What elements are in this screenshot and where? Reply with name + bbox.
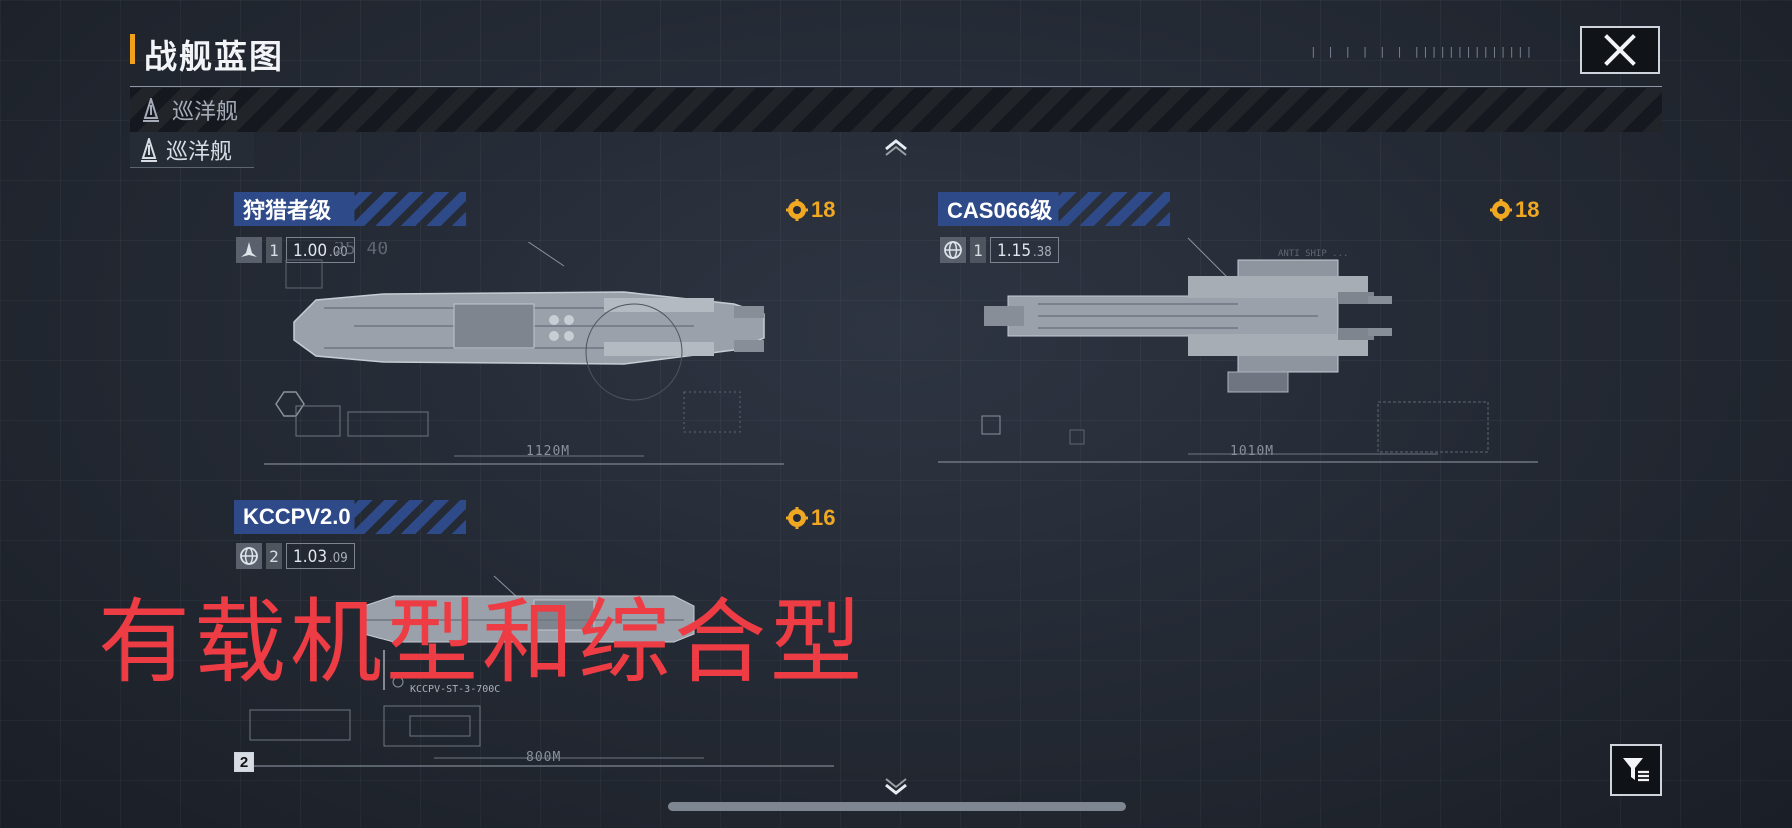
cost-value: 16 <box>811 505 836 530</box>
header-divider <box>130 86 1662 87</box>
stat-value: 1.03.09 <box>286 543 355 569</box>
cruiser-type-icon <box>143 98 159 122</box>
globe-icon <box>236 543 262 569</box>
svg-text:25 40: 25 40 <box>334 242 388 259</box>
scroll-indicator[interactable] <box>668 802 1126 811</box>
globe-icon <box>940 237 966 263</box>
stat-value: 1.00.00 <box>286 237 355 263</box>
scroll-down-chevron-icon[interactable] <box>880 778 912 798</box>
scroll-up-chevron-icon[interactable] <box>880 136 912 156</box>
cost-gear-icon <box>786 507 808 529</box>
cost-gear-icon <box>1490 199 1512 221</box>
ship-blueprint-hunter: 25 40 <box>264 242 784 465</box>
filter-selected-label: 巡洋舰 <box>172 99 239 124</box>
ship-cost: 16 <box>786 505 835 531</box>
ship-length: 800M <box>526 750 562 765</box>
overlay-caption: 有载机型和综合型 <box>98 589 867 696</box>
ship-type-filter-dropdown[interactable]: 巡洋舰 <box>130 88 1662 132</box>
cost-gear-icon <box>786 199 808 221</box>
ship-stat-row: 1 1.00.00 <box>236 236 355 264</box>
ship-blueprint-kccpv2 <box>234 575 834 767</box>
svg-text:ANTI SHIP ...: ANTI SHIP ... <box>1278 249 1348 259</box>
ship-cost: 18 <box>1490 197 1539 223</box>
filter-option-cruiser[interactable]: 巡洋舰 <box>130 132 254 168</box>
ship-card-kccpv2[interactable]: KCCPV2.0 16 2 1.03.09 KCCPV-ST-3 <box>234 500 854 778</box>
page-badge: 2 <box>234 752 254 772</box>
filter-funnel-icon <box>1623 758 1649 782</box>
title-accent-bar <box>130 34 135 64</box>
ship-name-tag: CAS066级 <box>938 192 1170 226</box>
slot-number: 1 <box>970 237 986 263</box>
ship-code: KCCPV-ST-3-700C <box>410 684 501 695</box>
ship-name-tag: 狩猎者级 <box>234 192 466 226</box>
ship-length: 1120M <box>526 444 571 459</box>
ship-name-tag: KCCPV2.0 <box>234 500 466 534</box>
cost-value: 18 <box>811 197 836 222</box>
ship-cost: 18 <box>786 197 835 223</box>
stat-value: 1.15.38 <box>990 237 1059 263</box>
page-title: 战舰蓝图 <box>144 38 284 75</box>
fighter-icon <box>236 237 262 263</box>
ship-stat-row: 2 1.03.09 <box>236 542 355 570</box>
slot-number: 2 <box>266 543 282 569</box>
close-icon <box>1604 34 1636 66</box>
header-tick-marks: | | | | | | |||||||||||||| <box>1310 45 1535 58</box>
ship-stat-row: 1 1.15.38 <box>940 236 1059 264</box>
ship-blueprint-cas066: ANTI SHIP ... <box>938 237 1538 463</box>
cost-value: 18 <box>1515 197 1540 222</box>
cruiser-type-icon <box>141 137 157 162</box>
ship-card-hunter[interactable]: 狩猎者级 18 1 1.00.00 25 40 1120M <box>234 192 854 478</box>
close-button[interactable] <box>1580 26 1660 74</box>
filter-sort-button[interactable] <box>1610 744 1662 796</box>
filter-option-label: 巡洋舰 <box>166 138 233 164</box>
slot-number: 1 <box>266 237 282 263</box>
ship-card-cas066[interactable]: CAS066级 18 1 1.15.38 ANTI SHIP ... <box>938 192 1558 478</box>
ship-length: 1010M <box>1230 444 1275 459</box>
